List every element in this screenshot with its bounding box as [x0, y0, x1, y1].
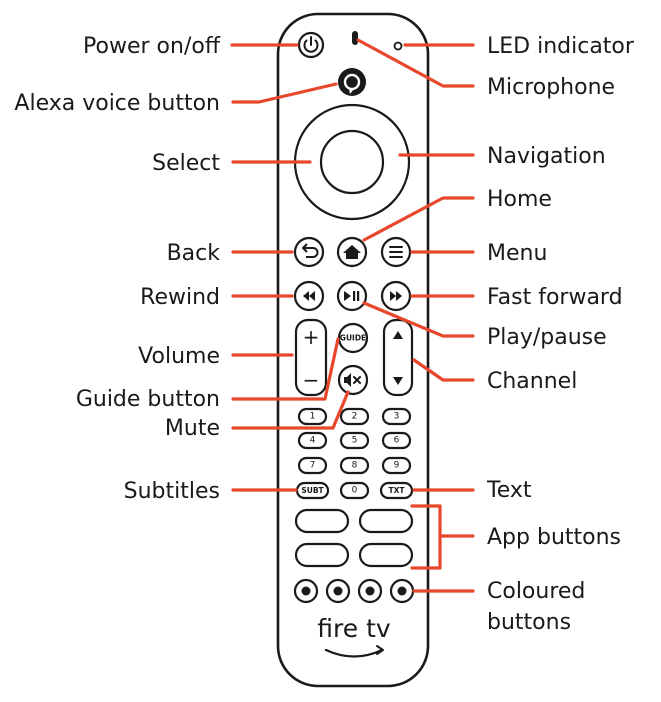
- volume-minus-label: −: [303, 368, 320, 392]
- power-button[interactable]: [297, 31, 325, 59]
- leader-app-buttons: [410, 504, 475, 570]
- play-pause-icon: [344, 291, 360, 301]
- label-volume: Volume: [138, 344, 220, 369]
- coloured-button-2[interactable]: [325, 578, 351, 604]
- power-icon: [303, 36, 319, 53]
- home-icon: [343, 245, 361, 259]
- back-button[interactable]: [293, 236, 325, 268]
- number-keypad: 1 2 3 4 5 6 7 8 9 SUBT 0 TXT: [295, 407, 414, 500]
- label-channel: Channel: [487, 369, 577, 394]
- text-key[interactable]: TXT: [379, 481, 414, 500]
- rewind-icon: [303, 291, 315, 301]
- channel-down-icon: [393, 377, 403, 385]
- play-pause-button[interactable]: [336, 280, 368, 312]
- leader-guide: [231, 337, 340, 401]
- key-9[interactable]: 9: [381, 456, 412, 475]
- alexa-voice-button[interactable]: [338, 68, 366, 96]
- app-button-1[interactable]: [294, 508, 350, 534]
- app-button-3[interactable]: [294, 542, 350, 568]
- leader-mute: [231, 390, 350, 430]
- home-button[interactable]: [336, 236, 368, 268]
- label-rewind: Rewind: [140, 285, 220, 310]
- leader-home: [362, 196, 475, 242]
- svg-text:9: 9: [394, 461, 400, 471]
- svg-text:6: 6: [394, 436, 400, 446]
- mute-button[interactable]: [337, 364, 369, 396]
- svg-text:3: 3: [394, 412, 400, 422]
- leader-microphone: [356, 38, 475, 88]
- svg-text:8: 8: [352, 461, 358, 471]
- led-indicator: [393, 41, 403, 51]
- svg-text:0: 0: [352, 486, 358, 496]
- menu-button[interactable]: [380, 236, 412, 268]
- svg-text:TXT: TXT: [388, 486, 405, 495]
- coloured-button-4[interactable]: [389, 578, 415, 604]
- select-button[interactable]: [319, 129, 385, 195]
- coloured-button-1[interactable]: [293, 578, 319, 604]
- key-0[interactable]: 0: [339, 481, 370, 500]
- alexa-icon: [343, 73, 361, 94]
- volume-rocker[interactable]: [294, 318, 328, 397]
- key-2[interactable]: 2: [339, 407, 370, 426]
- label-home: Home: [487, 187, 552, 212]
- label-back: Back: [167, 241, 221, 266]
- rewind-button[interactable]: [293, 280, 325, 312]
- label-led: LED indicator: [487, 34, 635, 59]
- key-6[interactable]: 6: [381, 431, 412, 450]
- label-alexa: Alexa voice button: [14, 91, 220, 116]
- key-4[interactable]: 4: [297, 431, 328, 450]
- microphone-hole: [352, 31, 358, 45]
- label-coloured-line2: buttons: [487, 610, 571, 635]
- key-8[interactable]: 8: [339, 456, 370, 475]
- fast-forward-button[interactable]: [380, 280, 412, 312]
- label-play-pause: Play/pause: [487, 325, 607, 350]
- label-select: Select: [152, 151, 220, 176]
- key-7[interactable]: 7: [297, 456, 328, 475]
- amazon-smile-icon: [324, 645, 384, 658]
- svg-text:7: 7: [310, 461, 316, 471]
- back-icon: [302, 243, 319, 258]
- coloured-buttons: [293, 578, 415, 604]
- leader-lines: [230, 38, 475, 593]
- label-coloured-line1: Coloured: [487, 579, 585, 604]
- leader-channel: [412, 358, 475, 382]
- svg-text:1: 1: [310, 412, 316, 422]
- guide-button-label: GUIDE: [340, 334, 366, 343]
- label-fast-forward: Fast forward: [487, 285, 623, 310]
- svg-text:2: 2: [352, 412, 358, 422]
- leader-alexa: [231, 82, 338, 104]
- svg-text:5: 5: [352, 436, 358, 446]
- volume-plus-label: +: [303, 325, 320, 349]
- key-3[interactable]: 3: [381, 407, 412, 426]
- svg-text:SUBT: SUBT: [301, 486, 324, 495]
- app-button-4[interactable]: [358, 542, 414, 568]
- subtitles-key[interactable]: SUBT: [295, 481, 330, 500]
- key-1[interactable]: 1: [297, 407, 328, 426]
- leader-play-pause: [362, 301, 475, 338]
- label-subtitles: Subtitles: [124, 479, 220, 504]
- channel-rocker[interactable]: [382, 318, 414, 397]
- label-navigation: Navigation: [487, 144, 606, 169]
- label-text: Text: [486, 478, 532, 503]
- label-microphone: Microphone: [487, 75, 615, 100]
- label-power: Power on/off: [83, 34, 221, 59]
- guide-button[interactable]: GUIDE: [337, 322, 369, 354]
- menu-icon: [389, 246, 403, 258]
- channel-up-icon: [393, 331, 403, 339]
- label-app-buttons: App buttons: [487, 525, 621, 550]
- fast-forward-icon: [390, 291, 402, 301]
- svg-text:4: 4: [310, 436, 316, 446]
- label-guide-button: Guide button: [76, 387, 220, 412]
- coloured-button-3[interactable]: [357, 578, 383, 604]
- mute-icon: [344, 373, 361, 387]
- key-5[interactable]: 5: [339, 431, 370, 450]
- label-menu: Menu: [487, 241, 547, 266]
- label-mute: Mute: [165, 416, 220, 441]
- fire-tv-logo-text: fire tv: [317, 614, 391, 643]
- app-button-2[interactable]: [358, 508, 414, 534]
